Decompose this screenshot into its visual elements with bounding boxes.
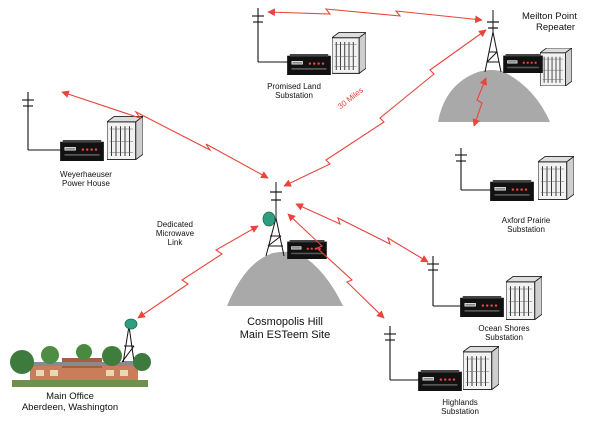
promised-label-line2: Substation bbox=[275, 91, 313, 101]
ocean-equipment-cabinet-icon bbox=[506, 276, 542, 320]
mainoffice-label-line2: Aberdeen, Washington bbox=[21, 401, 119, 413]
ocean-label-line1: Ocean Shores bbox=[478, 324, 530, 333]
link-meilton-cosmopolis bbox=[283, 29, 487, 187]
link-meilton-axford bbox=[472, 77, 487, 127]
mainoffice-label-line1: Main Office bbox=[46, 391, 94, 402]
axford-equipment-cabinet-icon bbox=[538, 156, 574, 200]
meilton-antenna-icon bbox=[487, 21, 499, 29]
weyer-antenna-icon bbox=[22, 92, 62, 151]
microwave-label-line2: Microwave bbox=[155, 229, 195, 239]
highlands-antenna-icon bbox=[384, 326, 420, 381]
microwave-label: Dedicated Microwave Link bbox=[146, 220, 204, 248]
weyer-equipment-cabinet-icon bbox=[107, 116, 143, 160]
axford-label: Axford Prairie Substation bbox=[478, 216, 574, 234]
promised-equipment-cabinet-icon bbox=[332, 32, 366, 74]
meilton-equipment-cabinet-icon bbox=[540, 48, 572, 86]
cosmopolis-hill-icon bbox=[227, 251, 343, 306]
highlands-label-line2: Substation bbox=[441, 407, 479, 417]
meilton-label-line1: Meilton Point bbox=[522, 11, 577, 22]
office-building-icon bbox=[10, 344, 151, 387]
weyer-label-line2: Power House bbox=[61, 179, 111, 189]
microwave-label-line3: Link bbox=[167, 238, 183, 248]
promised-label: Promised Land Substation bbox=[252, 82, 336, 100]
mainoffice-dish-icon bbox=[124, 318, 138, 330]
link-weyer-cosmopolis bbox=[61, 90, 269, 179]
cosmopolis-dish-icon bbox=[262, 211, 276, 227]
cosmopolis-label-line1: Cosmopolis Hill bbox=[247, 316, 323, 328]
cosmopolis-radio-modem-icon bbox=[287, 240, 327, 259]
axford-antenna-icon bbox=[455, 148, 492, 191]
ocean-label-line2: Substation bbox=[485, 333, 523, 343]
highlands-equipment-cabinet-icon bbox=[463, 346, 499, 390]
highlands-label-line1: Highlands bbox=[442, 398, 478, 407]
promised-radio-modem-icon bbox=[287, 54, 331, 75]
meilton-label: Meilton Point Repeater bbox=[522, 11, 577, 34]
weyer-label-line1: Weyerhaeuser bbox=[60, 170, 112, 179]
ocean-label: Ocean Shores Substation bbox=[458, 324, 550, 342]
meilton-hill-icon bbox=[438, 70, 550, 122]
axford-label-line1: Axford Prairie bbox=[501, 216, 551, 225]
link-cosmopolis-highlands bbox=[287, 213, 385, 319]
cosmopolis-antenna-icon bbox=[270, 191, 282, 201]
link-promised-meilton bbox=[267, 8, 483, 24]
promised-label-line1: Promised Land bbox=[267, 82, 321, 91]
cosmopolis-label: Cosmopolis Hill Main ESTeem Site bbox=[224, 316, 346, 341]
meilton-radio-modem-icon bbox=[503, 54, 543, 73]
weyer-radio-modem-icon bbox=[60, 140, 104, 161]
axford-radio-modem-icon bbox=[490, 180, 534, 201]
highlands-label: Highlands Substation bbox=[426, 398, 494, 416]
cosmopolis-label-line2: Main ESTeem Site bbox=[239, 328, 331, 341]
meilton-label-line2: Repeater bbox=[536, 21, 576, 33]
link-microwave bbox=[137, 225, 259, 319]
microwave-label-line1: Dedicated bbox=[156, 220, 194, 229]
mainoffice-label: Main Office Aberdeen, Washington bbox=[6, 391, 134, 414]
ocean-antenna-icon bbox=[427, 256, 462, 307]
weyer-label: Weyerhaeuser Power House bbox=[38, 170, 134, 188]
meilton-tower-icon bbox=[484, 10, 502, 73]
highlands-radio-modem-icon bbox=[418, 370, 462, 391]
ocean-radio-modem-icon bbox=[460, 296, 504, 317]
promised-antenna-icon bbox=[252, 8, 290, 63]
axford-label-line2: Substation bbox=[507, 225, 545, 235]
